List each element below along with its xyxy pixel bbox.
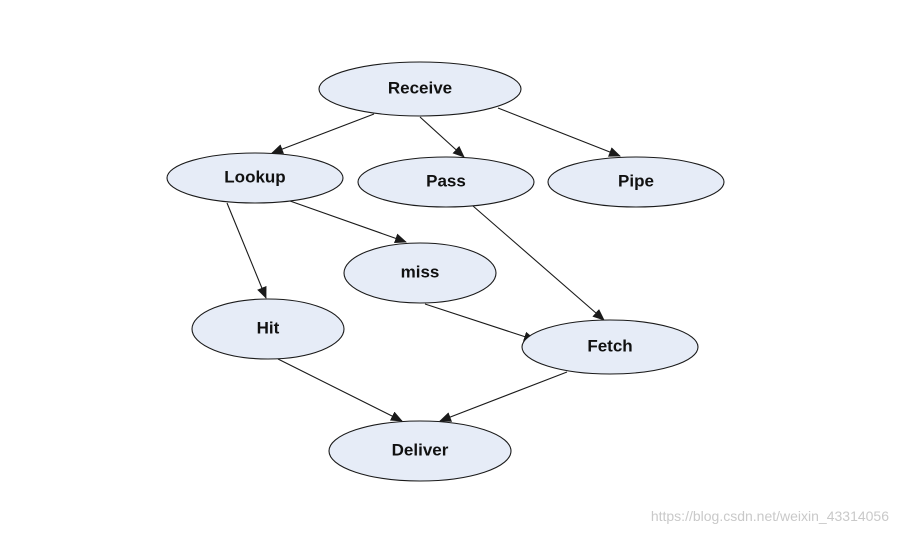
node-pipe: Pipe [547, 156, 725, 208]
node-fetch: Fetch [521, 319, 699, 375]
node-fetch-shape [521, 319, 699, 375]
node-pipe-shape [547, 156, 725, 208]
node-lookup-label: Lookup [224, 168, 285, 187]
edge-lookup-to-miss [289, 200, 407, 244]
node-hit: Hit [191, 298, 345, 360]
node-deliver-label: Deliver [392, 441, 449, 460]
node-miss-label: miss [401, 263, 440, 282]
node-fetch-label: Fetch [587, 337, 632, 356]
edge-hit-to-deliver [277, 358, 403, 422]
node-receive: Receive [318, 61, 522, 117]
edge-receive-to-pipe [497, 107, 621, 157]
edge-miss-to-fetch [424, 303, 536, 342]
edge-receive-to-lookup [271, 113, 375, 154]
edge-lookup-to-hit [226, 202, 267, 299]
node-pass-label: Pass [426, 172, 466, 191]
node-lookup-shape [166, 152, 344, 204]
node-deliver-shape [328, 420, 512, 482]
node-pass-shape [357, 156, 535, 208]
node-hit-shape [191, 298, 345, 360]
node-pass: Pass [357, 156, 535, 208]
node-hit-label: Hit [257, 319, 280, 338]
node-lookup: Lookup [166, 152, 344, 204]
node-miss-shape [343, 242, 497, 304]
watermark-text: https://blog.csdn.net/weixin_43314056 [650, 508, 889, 524]
node-receive-label: Receive [388, 79, 452, 98]
edge-receive-to-pass [419, 116, 465, 158]
edges-group [226, 107, 621, 422]
node-deliver: Deliver [328, 420, 512, 482]
node-pipe-label: Pipe [618, 172, 654, 191]
node-receive-shape [318, 61, 522, 117]
edge-pass-to-fetch [472, 205, 605, 321]
edge-fetch-to-deliver [439, 371, 568, 422]
node-miss: miss [343, 242, 497, 304]
